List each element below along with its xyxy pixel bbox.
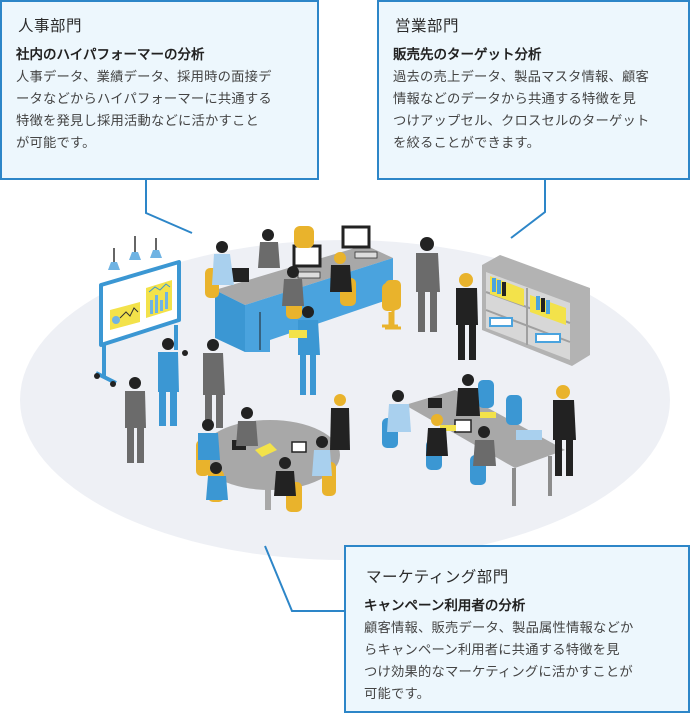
body-line: が可能です。 (16, 136, 96, 151)
callout-body: 人事データ、業績データ、採用時の面接デ ータなどからハイパフォーマーに共通する … (16, 67, 303, 155)
body-line: 過去の売上データ、製品マスタ情報、顧客 (393, 70, 650, 85)
connector-hr (145, 180, 193, 234)
callout-marketing: マーケティング部門 キャンペーン利用者の分析 顧客情報、販売データ、製品属性情報… (344, 545, 690, 713)
callout-title: マーケティング部門 (366, 568, 509, 586)
body-line: つけ効果的なマーケティングに活かすことが (364, 665, 633, 680)
long-table (382, 374, 576, 506)
body-line: らキャンペーン利用者に共通する特徴を見 (364, 643, 620, 658)
callout-title: 人事部門 (18, 17, 83, 35)
body-line: 情報などのデータから共通する特徴を見 (393, 92, 636, 107)
callout-subtitle: 販売先のターゲット分析 (393, 47, 542, 63)
connector-marketing (264, 545, 344, 612)
callout-sales: 営業部門 販売先のターゲット分析 過去の売上データ、製品マスタ情報、顧客 情報な… (377, 0, 690, 180)
people-main-desk (212, 229, 352, 395)
body-line: 可能です。 (364, 687, 431, 702)
callout-hr: 人事部門 社内のハイパフォーマーの分析 人事データ、業績データ、採用時の面接デ … (0, 0, 319, 180)
bookshelf (482, 255, 590, 366)
body-line: 人事データ、業績データ、採用時の面接デ (16, 70, 272, 85)
whiteboard (94, 260, 188, 387)
callout-body: 顧客情報、販売データ、製品属性情報などか らキャンペーン利用者に共通する特徴を見… (364, 618, 674, 706)
callout-body: 過去の売上データ、製品マスタ情報、顧客 情報などのデータから共通する特徴を見 つ… (393, 67, 674, 155)
callout-subtitle: 社内のハイパフォーマーの分析 (16, 47, 205, 63)
body-line: 特徴を発見し採用活動などに活かすこと (16, 114, 259, 129)
body-line: つけアップセル、クロスセルのターゲット (393, 114, 650, 129)
walking-man (385, 237, 440, 332)
body-line: ータなどからハイパフォーマーに共通する (16, 92, 272, 107)
man-at-shelf (456, 273, 478, 360)
pendant-lights (108, 236, 162, 270)
body-line: を絞ることができます。 (393, 136, 541, 151)
callout-subtitle: キャンペーン利用者の分析 (364, 598, 526, 614)
people-whiteboard (125, 338, 225, 463)
connector-sales (510, 180, 546, 239)
body-line: 顧客情報、販売データ、製品属性情報などか (364, 621, 634, 636)
callout-title: 営業部門 (395, 17, 460, 35)
round-table (196, 394, 350, 512)
